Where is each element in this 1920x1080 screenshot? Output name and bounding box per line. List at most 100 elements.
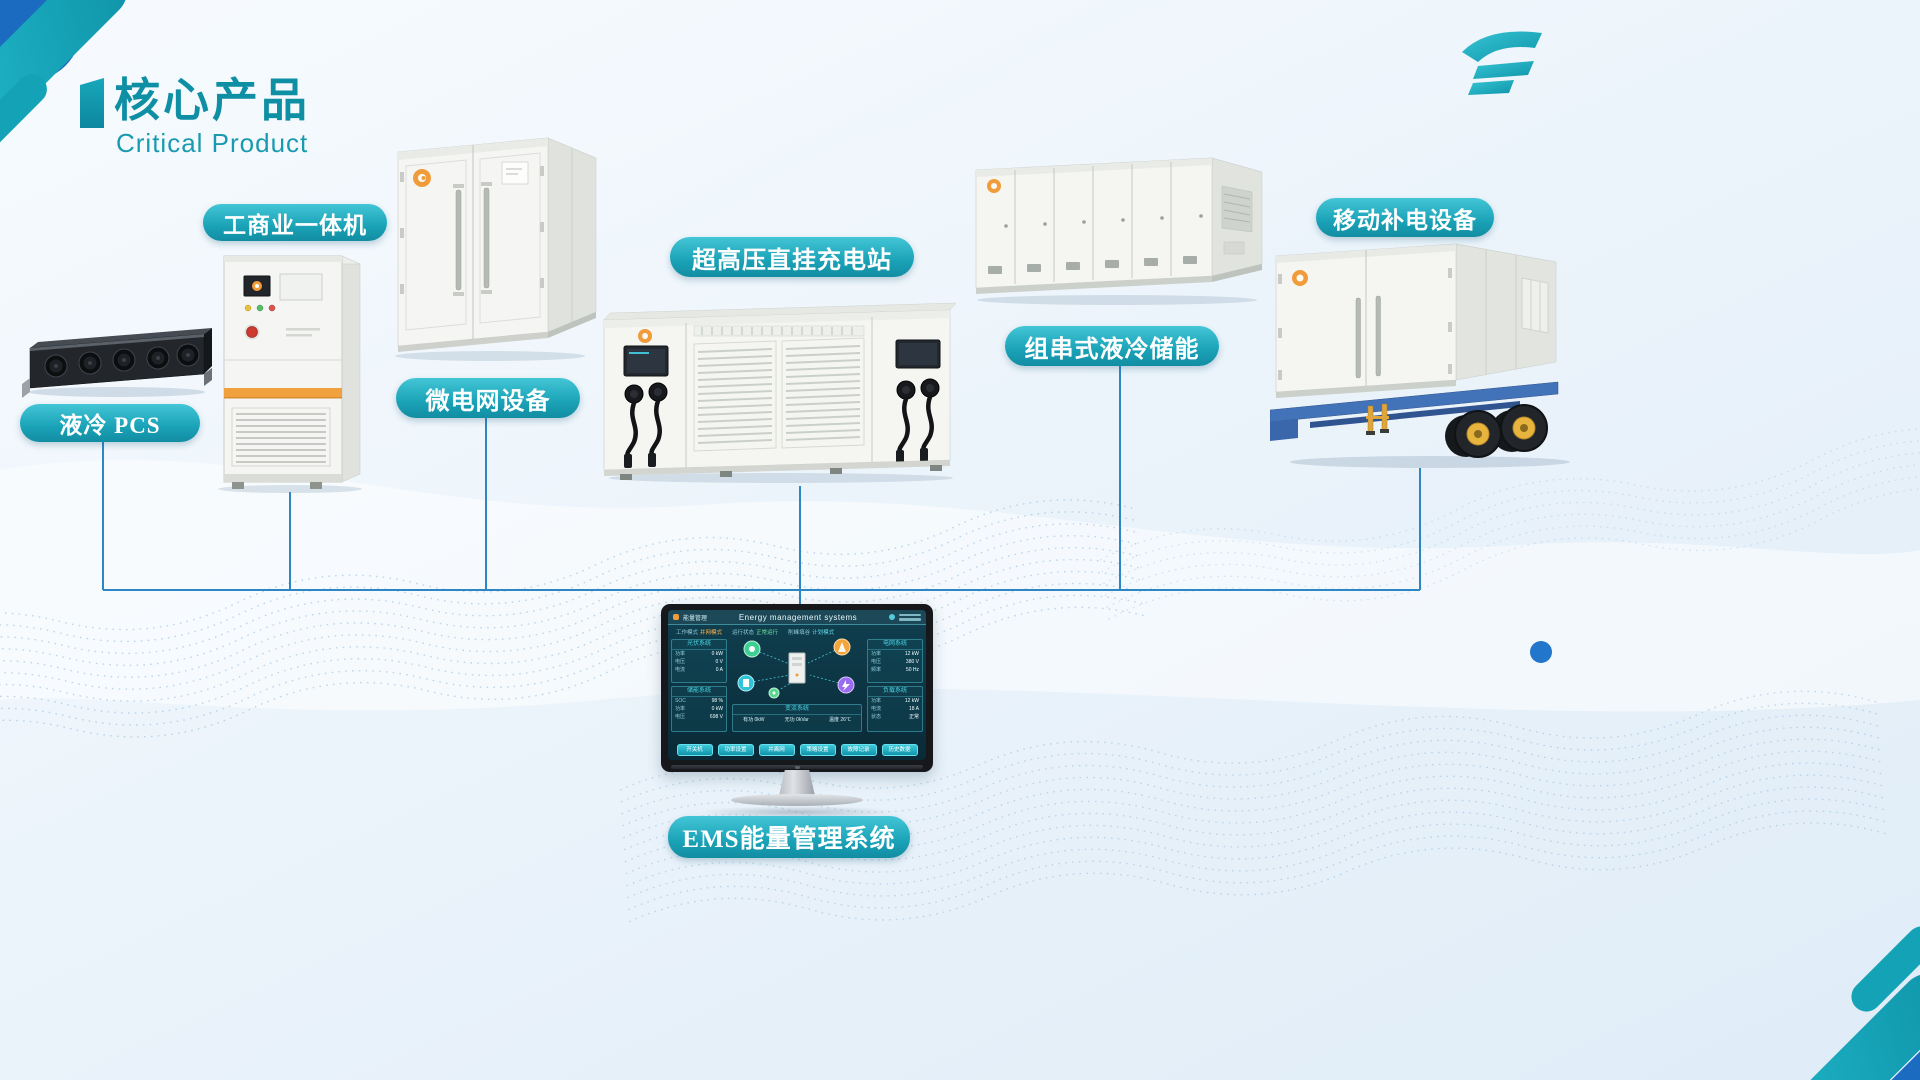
ems-energy-flow-diagram: [737, 638, 855, 699]
row-label: 状态: [871, 714, 882, 720]
ems-panel-converter: 变流系统 有功 0kW 无功 0kVar 温度 26℃: [732, 704, 862, 732]
ems-brand-text: 能量管理: [683, 615, 708, 622]
row-label: 功率: [675, 651, 686, 657]
label-microgrid: 微电网设备: [396, 378, 580, 418]
ems-button: 历史数据: [881, 744, 918, 756]
ems-button: 并离网: [758, 744, 795, 756]
ems-monitor: 能量管理 Energy management systems 工作模式并网模式 …: [661, 604, 933, 822]
row-label: 电流: [675, 667, 686, 673]
title-accent-mark: [80, 78, 104, 128]
ems-button: 策略设置: [799, 744, 836, 756]
row-value: 0 A: [715, 667, 723, 673]
monitor-stand-neck: [779, 770, 815, 796]
company-logo: [1462, 31, 1542, 95]
mode-label: 削峰填谷: [788, 629, 811, 636]
bell-icon: [889, 614, 895, 620]
ems-screen-header: 能量管理 Energy management systems: [668, 610, 926, 625]
ems-button: 开关机: [676, 744, 713, 756]
row-value: 有功 0kW: [743, 717, 765, 723]
row-value: 12 kW: [904, 651, 919, 657]
row-value: 698 V: [709, 714, 723, 720]
ems-mode-bar: 工作模式并网模式 运行状态正常运行 削峰填谷计划模式: [668, 626, 926, 637]
ems-button: 功率设置: [717, 744, 754, 756]
panel-row: 电流 0 A: [672, 666, 726, 674]
flow-node-aux: [768, 687, 780, 699]
row-value: 18 A: [908, 706, 919, 712]
flow-node-pv: [743, 640, 761, 658]
ems-button: 故障记录: [840, 744, 877, 756]
panel-title: 负载系统: [868, 687, 922, 697]
monitor-logo-dot: [795, 766, 800, 769]
row-value: 0 kW: [711, 651, 723, 657]
flow-node-battery: [737, 674, 755, 692]
panel-row: 电压 380 V: [868, 658, 922, 666]
row-label: 频率: [871, 667, 882, 673]
flow-node-load: [837, 676, 855, 694]
row-value: 98 %: [711, 698, 723, 704]
panel-row: 功率 12 kW: [868, 697, 922, 705]
white-wave-band: [0, 460, 1920, 712]
label-all-in-one: 工商业一体机: [203, 204, 387, 241]
product-image-mobile-charging-trailer: [1270, 238, 1572, 472]
product-image-charging-station: [600, 294, 962, 486]
page-subtitle: Critical Product: [116, 128, 309, 158]
panel-row: 电流 18 A: [868, 705, 922, 713]
flow-center-cabinet: [788, 652, 806, 684]
product-image-all-in-one-cabinet: [210, 242, 372, 494]
ems-button-bar: 开关机 功率设置 并离网 策略设置 故障记录 历史数据: [668, 744, 926, 756]
mode-label: 工作模式: [676, 629, 699, 636]
row-label: 电流: [871, 706, 882, 712]
row-value: 0 kW: [711, 706, 723, 712]
panel-row: 状态 正常: [868, 713, 922, 721]
mode-value: 并网模式: [700, 629, 723, 636]
label-ems-system: EMS能量管理系统: [668, 816, 910, 858]
row-value: 50 Hz: [905, 667, 919, 673]
panel-row: SOC 98 %: [672, 697, 726, 705]
mode-value: 计划模式: [812, 629, 835, 636]
panel-title: 变流系统: [733, 705, 861, 715]
row-label: 电压: [871, 659, 882, 665]
monitor-stand-base: [731, 794, 863, 806]
product-image-string-ess: [972, 146, 1269, 308]
panel-row: 频率 50 Hz: [868, 666, 922, 674]
label-mobile-charging: 移动补电设备: [1316, 198, 1494, 237]
panel-title: 电网系统: [868, 640, 922, 650]
flow-node-grid: [833, 638, 851, 656]
monitor-shadow: [697, 806, 897, 818]
row-label: 电压: [675, 659, 686, 665]
row-value: 无功 0kVar: [784, 717, 809, 723]
row-value: 380 V: [905, 659, 919, 665]
row-value: 正常: [908, 714, 919, 720]
ems-header-info-bars: [899, 613, 921, 621]
monitor-frame: 能量管理 Energy management systems 工作模式并网模式 …: [661, 604, 933, 772]
row-label: 功率: [871, 698, 882, 704]
row-value: 12 kW: [904, 698, 919, 704]
mode-label: 运行状态: [732, 629, 755, 636]
blue-dot-decoration: [1530, 641, 1552, 663]
row-value: 温度 26℃: [828, 717, 851, 723]
panel-row: 功率 0 kW: [672, 650, 726, 658]
panel-title: 光伏系统: [672, 640, 726, 650]
ems-brand-icon: [673, 614, 679, 620]
panel-row: 有功 0kW 无功 0kVar 温度 26℃: [733, 715, 861, 725]
label-string-ess: 组串式液冷储能: [1005, 326, 1219, 366]
ems-screen: 能量管理 Energy management systems 工作模式并网模式 …: [668, 610, 926, 760]
mode-value: 正常运行: [756, 629, 779, 636]
ems-screen-title: Energy management systems: [738, 612, 858, 622]
product-image-microgrid-container: [390, 120, 605, 363]
panel-title: 储能系统: [672, 687, 726, 697]
page-title: 核心产品: [114, 74, 310, 126]
panel-row: 功率 0 kW: [672, 705, 726, 713]
pcs-fans: [44, 343, 200, 378]
row-label: 功率: [675, 706, 686, 712]
row-label: SOC: [675, 698, 686, 704]
label-charging-station: 超高压直挂充电站: [670, 237, 914, 277]
